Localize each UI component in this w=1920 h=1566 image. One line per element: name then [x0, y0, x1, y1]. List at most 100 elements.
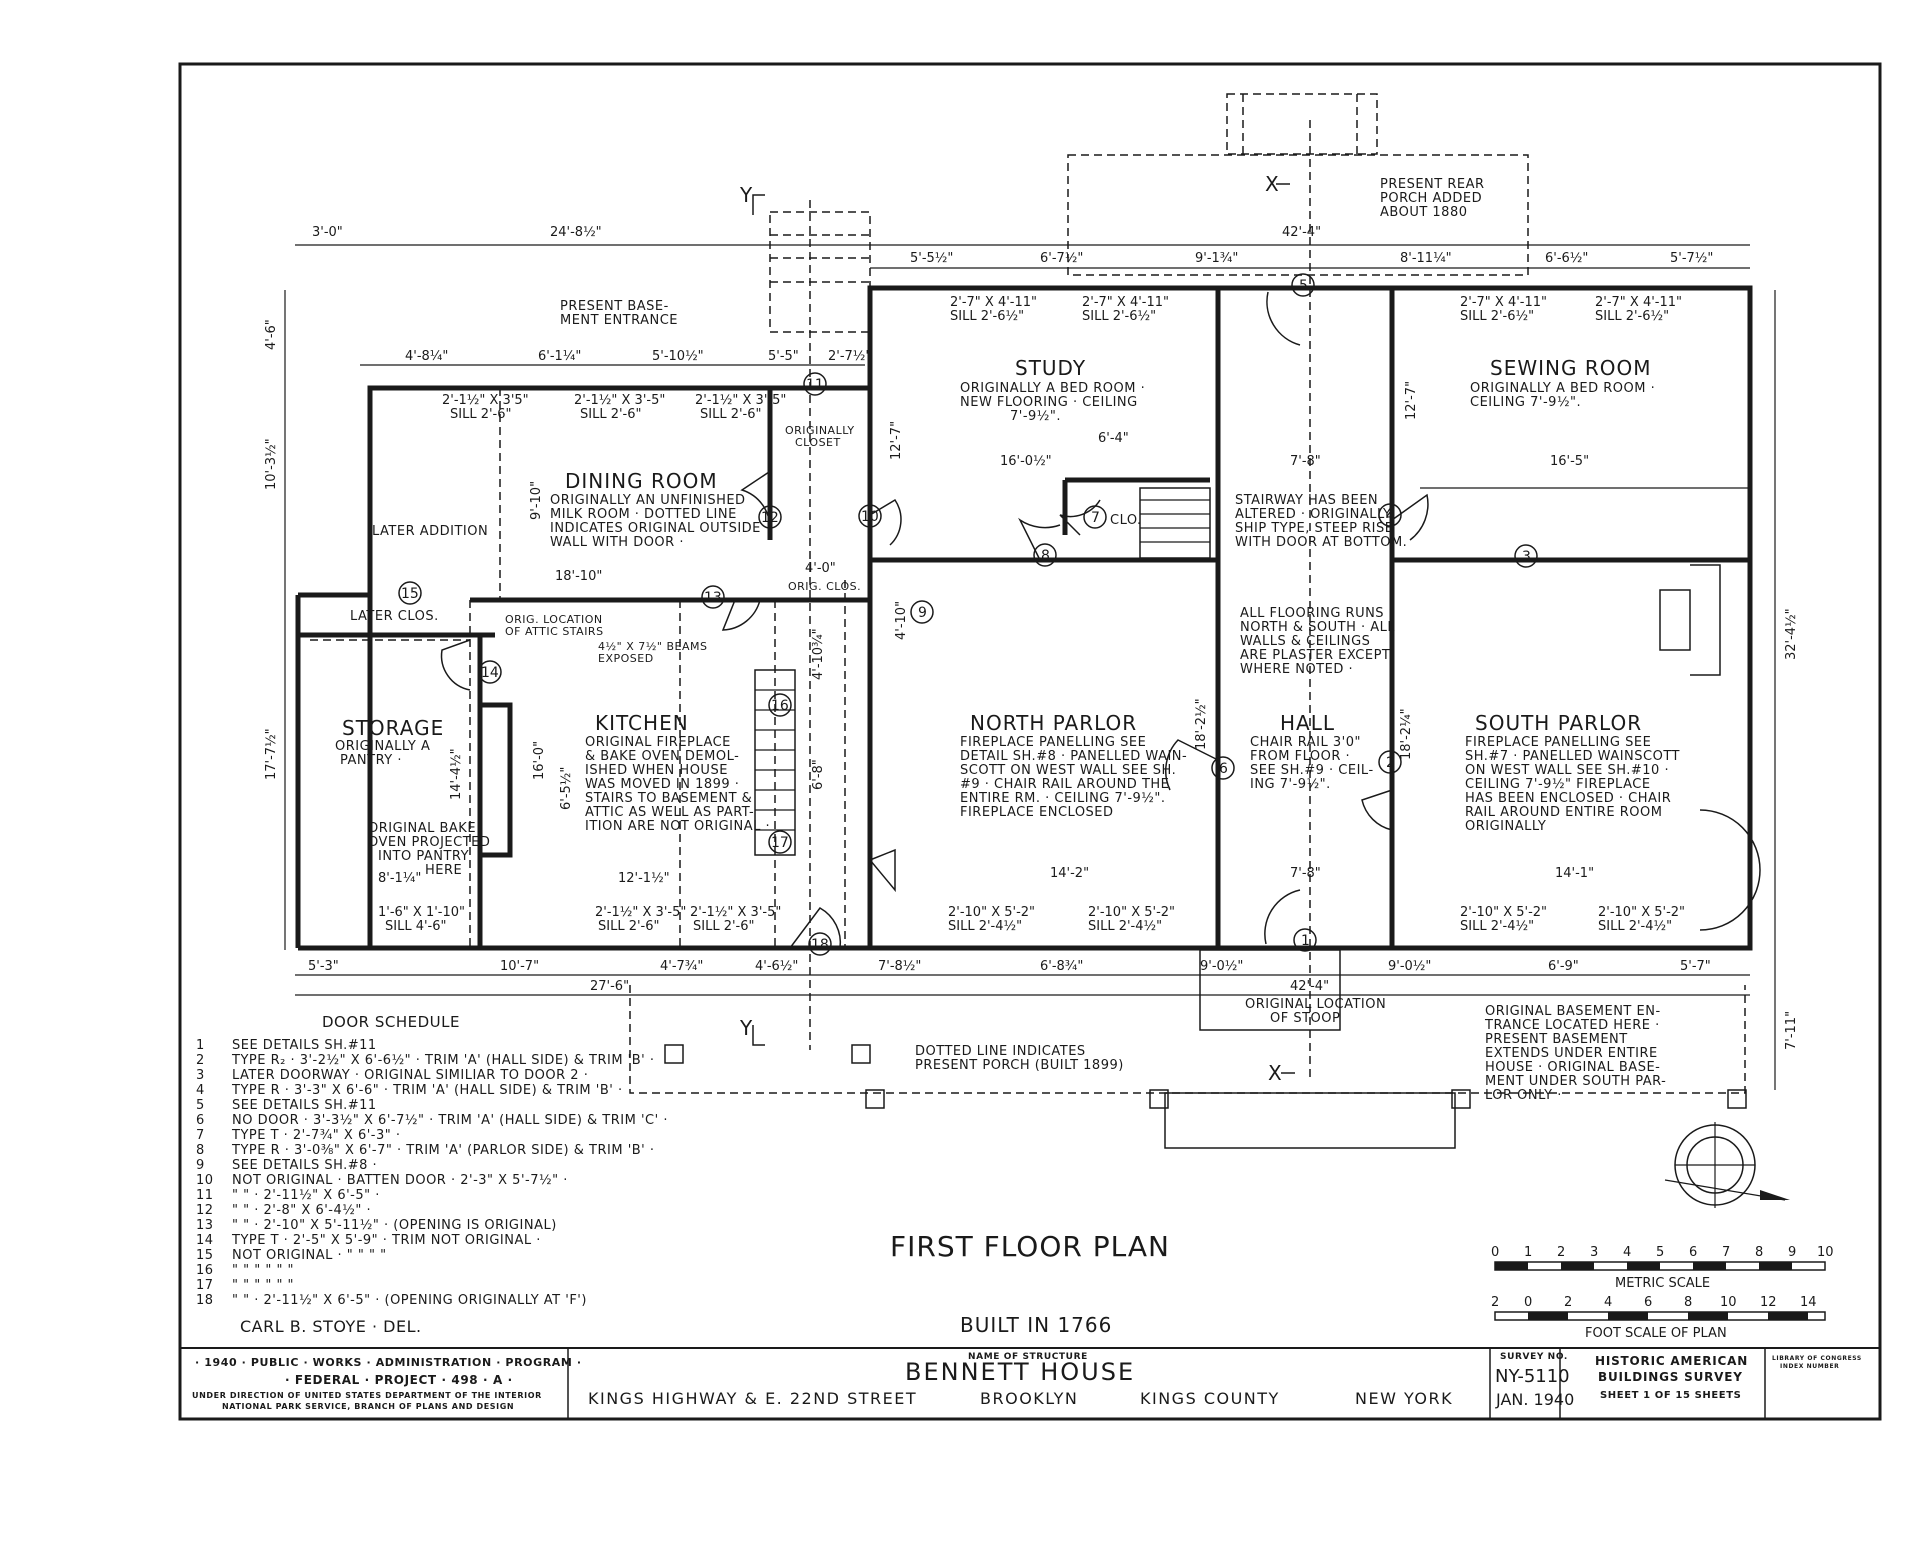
note-flooring: NORTH & SOUTH · ALL	[1240, 620, 1395, 635]
dimension-label: 27'-6"	[590, 979, 629, 994]
note-beams: EXPOSED	[598, 652, 654, 665]
basement-entrance-outline	[769, 211, 871, 333]
room-storage-line: ORIGINALLY A	[335, 739, 430, 754]
metric-scale-labels: 0 1 2 3 4 5 6 7 8 9 10 METRIC SCALE	[1491, 1245, 1834, 1291]
svg-text:6: 6	[1219, 761, 1228, 777]
scale-tick-label: 2	[1491, 1295, 1499, 1310]
note-clo: CLO.	[1110, 513, 1142, 528]
note-basement-entrance: PRESENT BASE-	[560, 299, 669, 314]
room-kitchen-notes: ORIGINAL FIREPLACE & BAKE OVEN DEMOL- IS…	[585, 735, 770, 834]
svg-text:16: 16	[771, 698, 789, 714]
room-hall-name: HALL	[1280, 711, 1335, 735]
stairs	[754, 487, 1211, 856]
window-size-label: 2'-10" X 5'-2"	[1598, 905, 1685, 920]
scale-tick-label: 3	[1590, 1245, 1598, 1260]
note-stairway: ALTERED · ORIGINALLY	[1235, 507, 1391, 522]
door-number-13: 13	[701, 585, 725, 609]
scale-tick-label: 2	[1557, 1245, 1565, 1260]
svg-text:14: 14	[481, 665, 499, 681]
dimension-label: 4'-7¾"	[660, 959, 703, 974]
dimension-label: 24'-8½"	[550, 225, 602, 240]
scale-tick-label: 10	[1720, 1295, 1737, 1310]
dimension-label: 12'-7"	[1404, 381, 1419, 420]
note-orig-basement: ORIGINAL BASEMENT EN-	[1485, 1004, 1661, 1019]
svg-text:" " · 2'-10" X 5'-11: " " · 2'-10" X 5'-11½" · (OPENING IS ORI…	[232, 1218, 557, 1233]
dimension-label: 6'-7½"	[1040, 251, 1083, 266]
scale-tick-label: 2	[1564, 1295, 1572, 1310]
dimension-label: 17'-7½"	[264, 728, 279, 780]
svg-text:12: 12	[761, 510, 779, 526]
note-orig-basement: MENT UNDER SOUTH PAR-	[1485, 1074, 1666, 1089]
note-later-addition: LATER ADDITION	[372, 524, 488, 539]
delineator: CARL B. STOYE · DEL.	[240, 1317, 422, 1336]
svg-text:TYPE R₂ · 3'-2½" X 6'-6½" · TR: TYPE R₂ · 3'-2½" X 6'-6½" · TRIM 'A' (HA…	[231, 1053, 655, 1068]
compass-rose-icon	[1664, 1122, 1790, 1208]
svg-text:6: 6	[196, 1113, 205, 1128]
dimension-label: 6'-1¼"	[538, 349, 581, 364]
built-date: BUILT IN 1766	[960, 1313, 1112, 1337]
door-number-17: 17	[768, 830, 792, 854]
tb-habs-line2: BUILDINGS SURVEY	[1598, 1370, 1743, 1384]
tb-street: KINGS HIGHWAY & E. 22ND STREET	[588, 1389, 917, 1408]
svg-text:TYPE T · 2'-5" X 5'-9" · TRIM: TYPE T · 2'-5" X 5'-9" · TRIM NOT ORIGIN…	[231, 1233, 541, 1248]
dimension-label: 7'-11"	[1784, 1011, 1799, 1050]
dimension-label: 6'-4"	[1098, 431, 1129, 446]
foot-scale-labels: 2 0 2 4 6 8 10 12 14 FOOT SCALE OF PLAN	[1491, 1295, 1817, 1341]
dimension-label: 10'-7"	[500, 959, 539, 974]
svg-text:NOT ORIGINAL · " ": NOT ORIGINAL · " " " "	[232, 1248, 387, 1263]
scale-tick-label: 7	[1722, 1245, 1730, 1260]
room-kitchen-line: ISHED WHEN HOUSE	[585, 763, 728, 778]
note-stairway: SHIP TYPE, STEEP RISE	[1235, 521, 1393, 536]
svg-text:2: 2	[1386, 755, 1395, 771]
note-stoop: OF STOOP	[1270, 1011, 1340, 1026]
window-size-label: 2'-7" X 4'-11"	[950, 295, 1037, 310]
tb-survey-number: NY-5110	[1495, 1366, 1570, 1387]
svg-text:18: 18	[811, 937, 829, 953]
dimension-label: 4'-0"	[805, 561, 836, 576]
note-stairway: STAIRWAY HAS BEEN	[1235, 493, 1378, 508]
room-kitchen-line: ORIGINAL FIREPLACE	[585, 735, 731, 750]
dimension-label: 18'-10"	[555, 569, 602, 584]
tb-habs-line1: HISTORIC AMERICAN	[1595, 1354, 1748, 1368]
window-sill-label: SILL 2'-6"	[580, 407, 642, 422]
svg-text:" " · 2'-11½" X 6'-5: " " · 2'-11½" X 6'-5" ·	[232, 1188, 380, 1203]
dimension-label: 6'-8¾"	[1040, 959, 1083, 974]
dimension-label: 14'-1"	[1555, 866, 1594, 881]
room-hall-line: ING 7'-9½".	[1250, 777, 1331, 792]
window-size-label: 2'-1½" X 3'-5"	[574, 393, 665, 408]
door-number-3: 3	[1514, 544, 1538, 568]
dimension-label: 16'-5"	[1550, 454, 1589, 469]
note-basement-entrance: MENT ENTRANCE	[560, 313, 678, 328]
scale-tick-label: 4	[1623, 1245, 1631, 1260]
scale-tick-label: 6	[1644, 1295, 1652, 1310]
dimension-label: 14'-4½"	[449, 748, 464, 800]
room-north-parlor-line: #9 · CHAIR RAIL AROUND THE	[960, 777, 1169, 792]
door-schedule-row: 12" " · 2'-8" X 6'-4½" ·	[196, 1203, 371, 1218]
door-number-5: 5	[1291, 273, 1315, 297]
svg-text:7: 7	[1091, 510, 1100, 526]
svg-text:9: 9	[196, 1158, 205, 1173]
svg-text:10: 10	[196, 1173, 214, 1188]
window-size-label: 2'-10" X 5'-2"	[948, 905, 1035, 920]
svg-text:13: 13	[196, 1218, 214, 1233]
door-schedule-row: 11" " · 2'-11½" X 6'-5" ·	[196, 1188, 380, 1203]
room-dining-line: INDICATES ORIGINAL OUTSIDE	[550, 521, 761, 536]
svg-text:17: 17	[196, 1278, 214, 1293]
dimension-label: 4'-6"	[264, 319, 279, 350]
dimension-label: 4'-6½"	[755, 959, 798, 974]
walls	[295, 285, 1753, 951]
room-south-parlor-line: SH.#7 · PANELLED WAINSCOTT	[1465, 749, 1680, 764]
room-storage-line: PANTRY ·	[340, 753, 402, 768]
dimension-lines	[284, 244, 1776, 1090]
tb-city: BROOKLYN	[980, 1389, 1078, 1408]
dimension-label: 16'-0"	[532, 741, 547, 780]
dimension-label: 6'-6½"	[1545, 251, 1588, 266]
door-schedule-row: 16" " " " " "	[196, 1263, 294, 1278]
note-flooring: ALL FLOORING RUNS	[1240, 606, 1384, 621]
front-porch-outline	[629, 985, 1747, 1149]
note-orig-basement: LOR ONLY ·	[1485, 1088, 1562, 1103]
svg-text:2: 2	[196, 1053, 205, 1068]
